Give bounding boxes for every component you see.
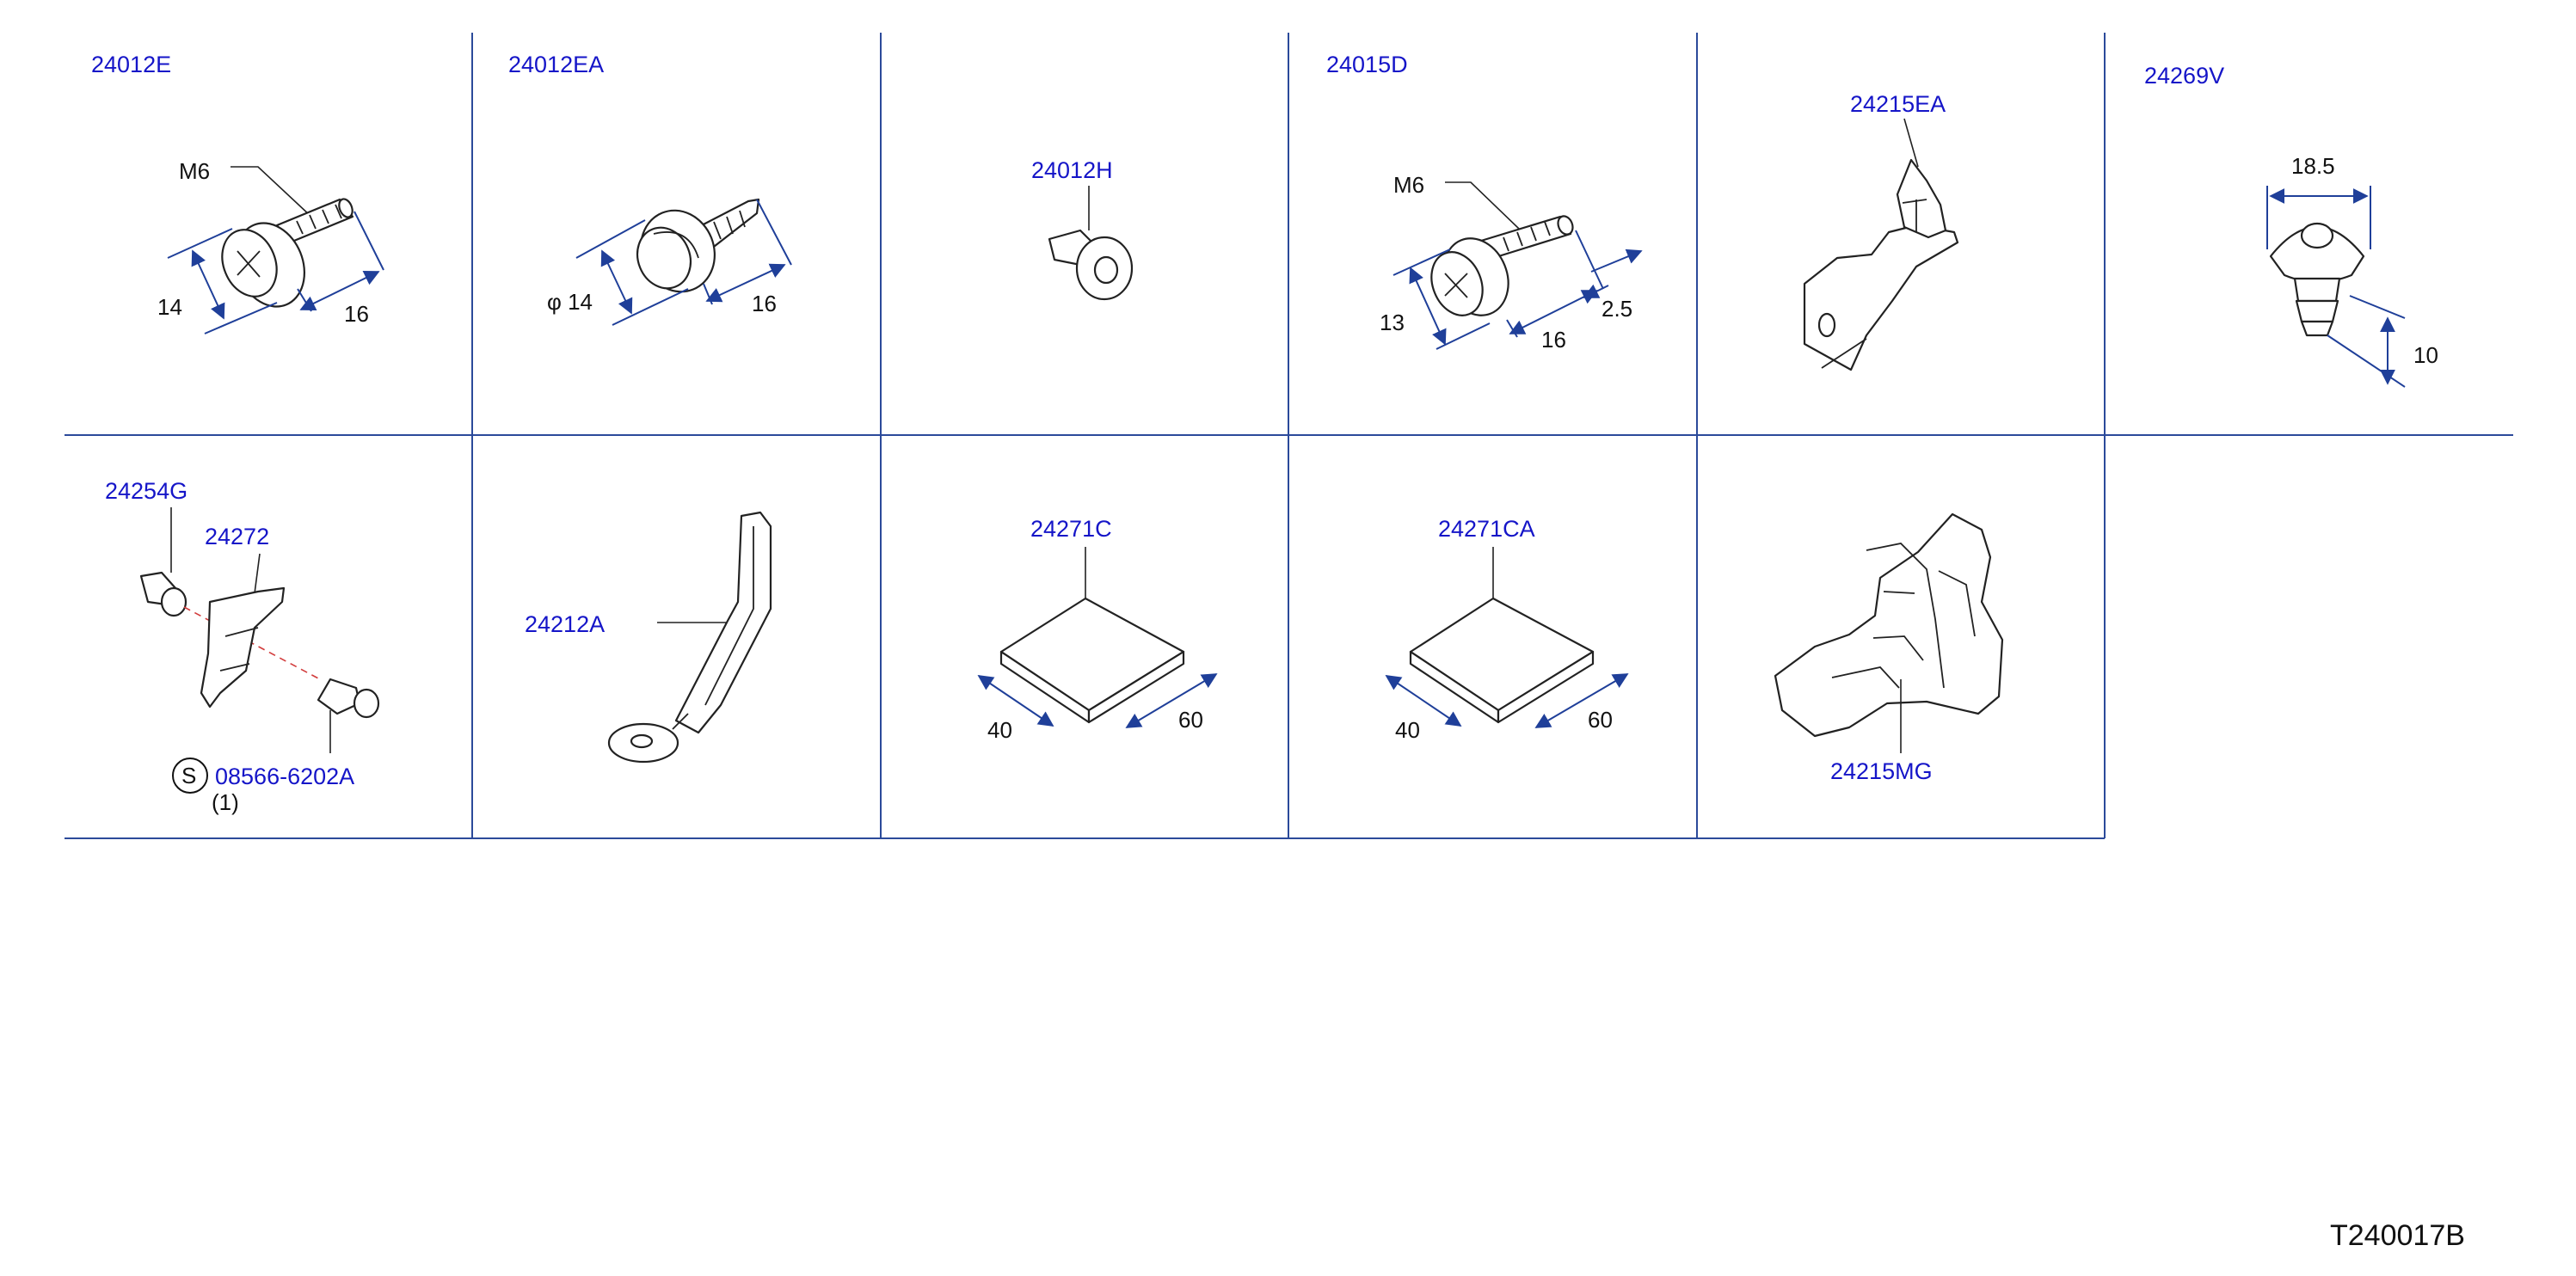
dim-diameter-24012EA: φ 14 xyxy=(547,289,593,315)
part-label-24212A[interactable]: 24212A xyxy=(525,611,605,637)
part-label-24271C[interactable]: 24271C xyxy=(1030,516,1112,542)
part-label-24215MG[interactable]: 24215MG xyxy=(1830,758,1933,784)
part-label-24012H[interactable]: 24012H xyxy=(1031,157,1113,183)
dim-length-24269V: 10 xyxy=(2413,342,2438,368)
cell-24012EA: 24012EA φ 14 16 xyxy=(508,52,792,326)
part-label-24012E[interactable]: 24012E xyxy=(91,52,171,77)
dim-head-24015D: 13 xyxy=(1380,310,1405,335)
cell-24215EA: 24215EA xyxy=(1803,91,1959,371)
dim-length-24271C: 60 xyxy=(1178,707,1203,733)
dim-thread-24015D: M6 xyxy=(1393,172,1424,198)
cell-24212A: 24212A xyxy=(525,511,772,764)
dim-length-24015D: 16 xyxy=(1541,327,1566,353)
part-label-24012EA[interactable]: 24012EA xyxy=(508,52,604,77)
part-label-24269V[interactable]: 24269V xyxy=(2144,63,2224,89)
dim-head-24012E: 14 xyxy=(157,294,182,320)
part-label-24215EA[interactable]: 24215EA xyxy=(1850,91,1946,117)
cell-24215MG: 24215MG xyxy=(1774,512,2004,784)
cell-24271CA: 24271CA 40 60 xyxy=(1385,516,1629,743)
part-label-24015D[interactable]: 24015D xyxy=(1326,52,1408,77)
part-label-24272[interactable]: 24272 xyxy=(205,524,269,549)
cell-24271C: 24271C 40 60 xyxy=(977,516,1218,743)
quantity-note: (1) xyxy=(212,789,239,815)
dim-thread-24012E: M6 xyxy=(179,158,210,184)
dim-width-24271C: 40 xyxy=(987,717,1012,743)
dim-diameter-24269V: 18.5 xyxy=(2291,153,2335,179)
dim-length-24271CA: 60 xyxy=(1588,707,1613,733)
cell-24254G-24272: 24254G 24272 S 08566-6202A (1) xyxy=(105,478,380,815)
cell-24012E: 24012E M6 14 16 xyxy=(91,52,384,334)
standard-part-symbol: S xyxy=(181,763,196,788)
cell-24012H: 24012H xyxy=(1031,157,1134,301)
dim-width-24271CA: 40 xyxy=(1395,717,1420,743)
dim-tip-24015D: 2.5 xyxy=(1602,296,1632,322)
cell-24269V: 24269V 18.5 10 xyxy=(2144,63,2438,388)
diagram-reference-id: T240017B xyxy=(2330,1219,2465,1252)
part-label-08566-6202A[interactable]: 08566-6202A xyxy=(215,764,354,789)
dim-length-24012EA: 16 xyxy=(752,291,777,316)
grid-lines xyxy=(65,33,2513,839)
part-label-24271CA[interactable]: 24271CA xyxy=(1438,516,1535,542)
part-label-24254G[interactable]: 24254G xyxy=(105,478,188,504)
dim-length-24012E: 16 xyxy=(344,301,369,327)
cell-24015D: 24015D M6 13 16 2.5 xyxy=(1326,52,1643,353)
